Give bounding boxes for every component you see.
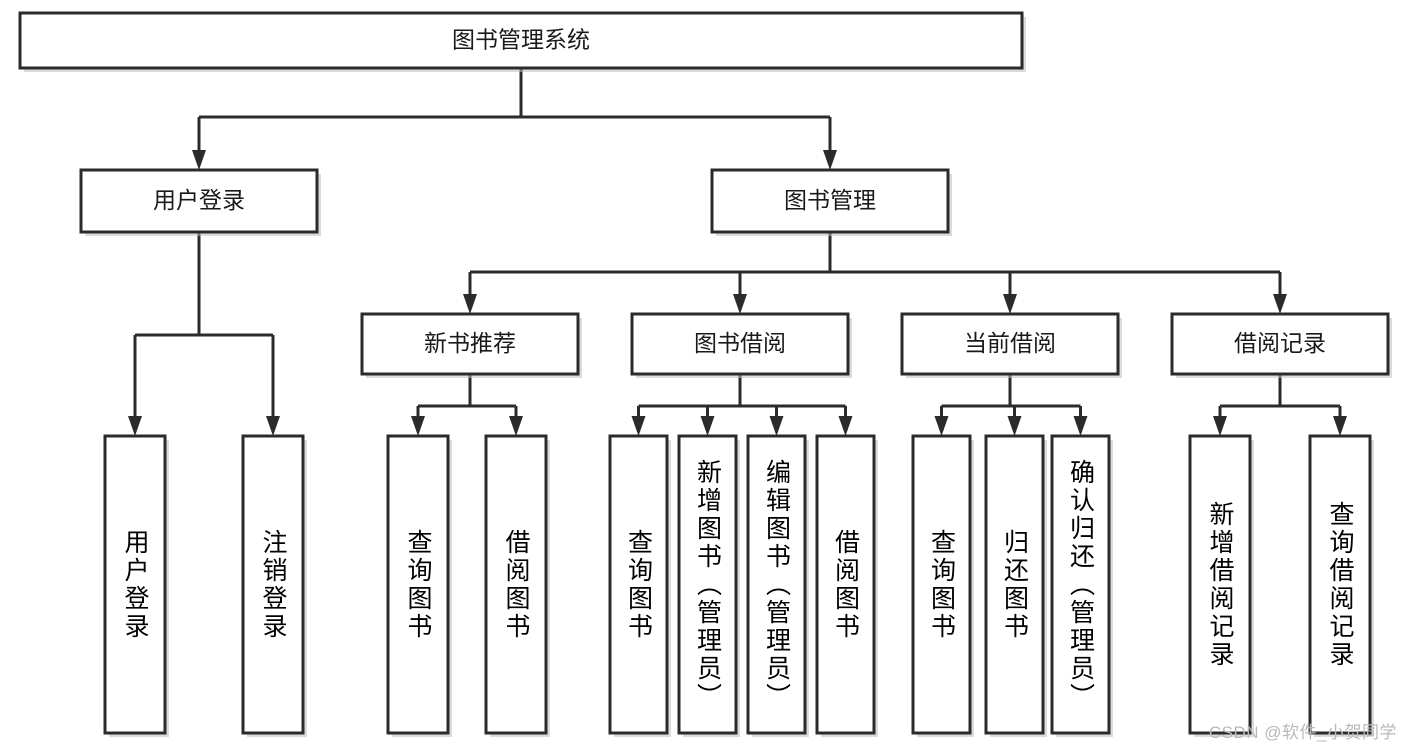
node-label: 新增借阅记录 [1206,500,1234,669]
node-label: 借阅图书 [831,528,860,641]
arrow-head-icon [934,416,949,436]
node-label: 新书推荐 [424,330,516,356]
arrow-head-icon [631,416,646,436]
node-label: 确认归还（管理员） [1066,458,1095,711]
node-leaf-user-login[interactable]: 用户登录 [103,434,169,737]
arrow-head-icon [463,294,477,314]
node-label: 借阅图书 [502,528,530,641]
node-label: 注销登录 [259,528,287,641]
node-leaf-cb-query[interactable]: 查询图书 [911,434,974,737]
node-leaf-bb-query[interactable]: 查询图书 [608,434,671,737]
node-label: 图书管理 [784,187,876,213]
node-borrow-records[interactable]: 借阅记录 [1170,312,1392,378]
node-leaf-cb-confirm[interactable]: 确认归还（管理员） [1050,434,1113,737]
arrow-head-icon [266,416,280,436]
node-leaf-br-add[interactable]: 新增借阅记录 [1188,434,1254,737]
arrow-head-icon [1007,416,1022,436]
node-label: 借阅记录 [1234,330,1326,356]
edges-layer [128,68,1347,436]
node-label: 查询图书 [624,528,653,641]
arrow-head-icon [823,150,837,170]
arrow-head-icon [838,416,853,436]
nodes-layer: 图书管理系统用户登录用户登录注销登录图书管理新书推荐查询图书借阅图书图书借阅查询… [18,11,1392,737]
node-label: 图书借阅 [694,330,786,356]
node-label: 查询图书 [927,528,956,641]
node-leaf-cb-return[interactable]: 归还图书 [984,434,1047,737]
arrow-head-icon [1333,416,1347,436]
node-root[interactable]: 图书管理系统 [18,11,1026,72]
node-new-book-recommend[interactable]: 新书推荐 [360,312,582,378]
node-leaf-bb-edit[interactable]: 编辑图书（管理员） [746,434,809,737]
arrow-head-icon [1273,294,1287,314]
node-leaf-br-query[interactable]: 查询借阅记录 [1308,434,1374,737]
arrow-head-icon [128,416,142,436]
node-label: 图书管理系统 [452,27,590,53]
node-label: 查询图书 [404,528,432,641]
node-current-borrow[interactable]: 当前借阅 [900,312,1122,378]
node-label: 用户登录 [121,528,149,641]
node-leaf-nbr-borrow[interactable]: 借阅图书 [484,434,550,737]
arrow-head-icon [509,416,523,436]
node-label: 归还图书 [1000,528,1029,641]
node-label: 编辑图书（管理员） [762,458,791,711]
node-label: 用户登录 [153,187,245,213]
node-label: 查询借阅记录 [1326,500,1354,669]
arrow-head-icon [1073,416,1088,436]
arrow-head-icon [769,416,784,436]
node-label: 新增图书（管理员） [693,458,722,711]
node-book-management[interactable]: 图书管理 [710,168,952,236]
node-leaf-nbr-query[interactable]: 查询图书 [386,434,452,737]
node-user-login[interactable]: 用户登录 [79,168,321,236]
node-leaf-bb-borrow[interactable]: 借阅图书 [815,434,878,737]
arrow-head-icon [411,416,425,436]
arrow-head-icon [733,294,747,314]
node-leaf-logout[interactable]: 注销登录 [241,434,307,737]
node-book-borrow[interactable]: 图书借阅 [630,312,852,378]
arrow-head-icon [1213,416,1227,436]
node-leaf-bb-add[interactable]: 新增图书（管理员） [677,434,740,737]
arrow-head-icon [1003,294,1017,314]
arrow-head-icon [192,150,206,170]
node-label: 当前借阅 [964,330,1056,356]
arrow-head-icon [700,416,715,436]
